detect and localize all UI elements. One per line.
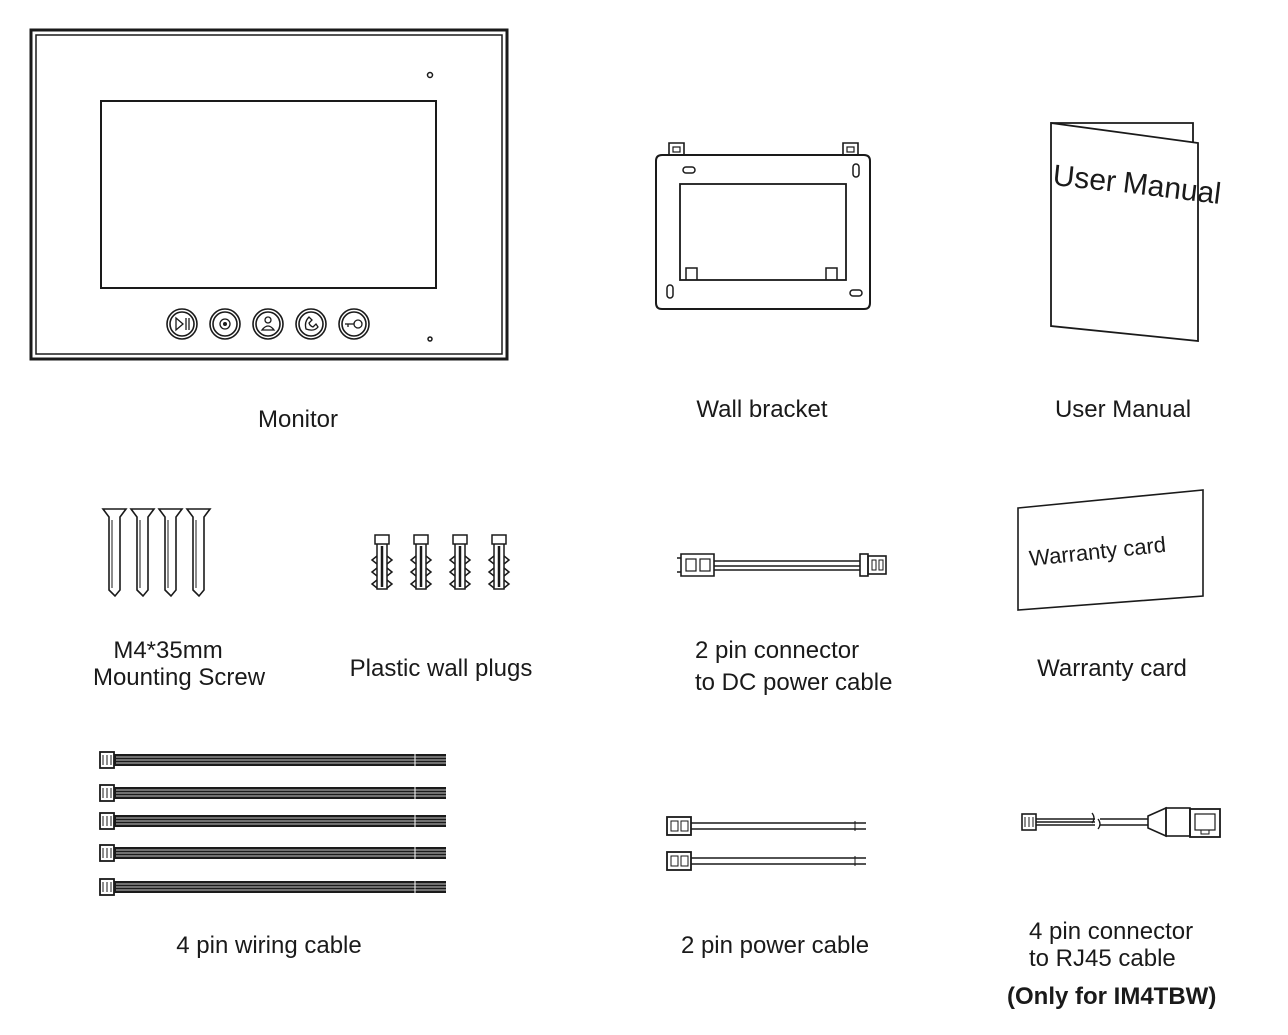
screw <box>185 508 212 598</box>
wall-plug <box>448 534 472 590</box>
record-icon <box>209 308 241 340</box>
wall-plug <box>487 534 511 590</box>
wiring-cable-label: 4 pin wiring cable <box>176 932 362 959</box>
warranty-card-label: Warranty card <box>1037 655 1187 682</box>
screw <box>157 508 184 598</box>
wall-plug <box>370 534 394 590</box>
wiring-cable <box>99 751 446 769</box>
user-icon <box>252 308 284 340</box>
wiring-cable <box>99 812 446 830</box>
user-manual-label: User Manual <box>1054 396 1192 423</box>
screw-label-line2: Mounting Screw <box>92 664 266 691</box>
phone-icon <box>295 308 327 340</box>
power-cable-illustration <box>666 816 866 871</box>
play-pause-icon <box>166 308 198 340</box>
mounting-screws-illustration <box>101 508 212 598</box>
rj45-label-line2: to RJ45 cable <box>1029 945 1176 972</box>
warranty-card-illustration: Warranty card <box>1017 489 1204 611</box>
power-cable <box>666 816 866 836</box>
power-cable-label: 2 pin power cable <box>680 932 870 959</box>
rj45-note: (Only for IM4TBW) <box>1007 983 1217 1010</box>
power-cable <box>666 851 866 871</box>
wall-bracket-illustration <box>655 142 871 310</box>
wall-bracket-label: Wall bracket <box>696 396 828 423</box>
screw <box>101 508 128 598</box>
wiring-cables-illustration <box>99 751 446 896</box>
screw-label-line1: M4*35mm <box>113 637 223 664</box>
key-icon <box>338 308 370 340</box>
monitor-label: Monitor <box>257 406 339 433</box>
dc-cable-label-line2: to DC power cable <box>695 669 893 696</box>
wall-plugs-label: Plastic wall plugs <box>349 655 533 682</box>
wiring-cable <box>99 844 446 862</box>
user-manual-illustration: User Manual <box>1050 121 1223 342</box>
dc-cable-label-line1: 2 pin connector <box>695 637 860 664</box>
dc-power-cable-illustration <box>677 553 887 577</box>
manual-cover-word1: User <box>1051 159 1117 198</box>
monitor-buttons <box>166 308 370 340</box>
wiring-cable <box>99 878 446 896</box>
rj45-label-line1: 4 pin connector <box>1029 918 1194 945</box>
wiring-cable <box>99 784 446 802</box>
wall-plugs-illustration <box>370 534 511 590</box>
rj45-cable-illustration <box>1021 806 1221 838</box>
screw <box>129 508 156 598</box>
wall-plug <box>409 534 433 590</box>
monitor-illustration <box>29 28 509 361</box>
